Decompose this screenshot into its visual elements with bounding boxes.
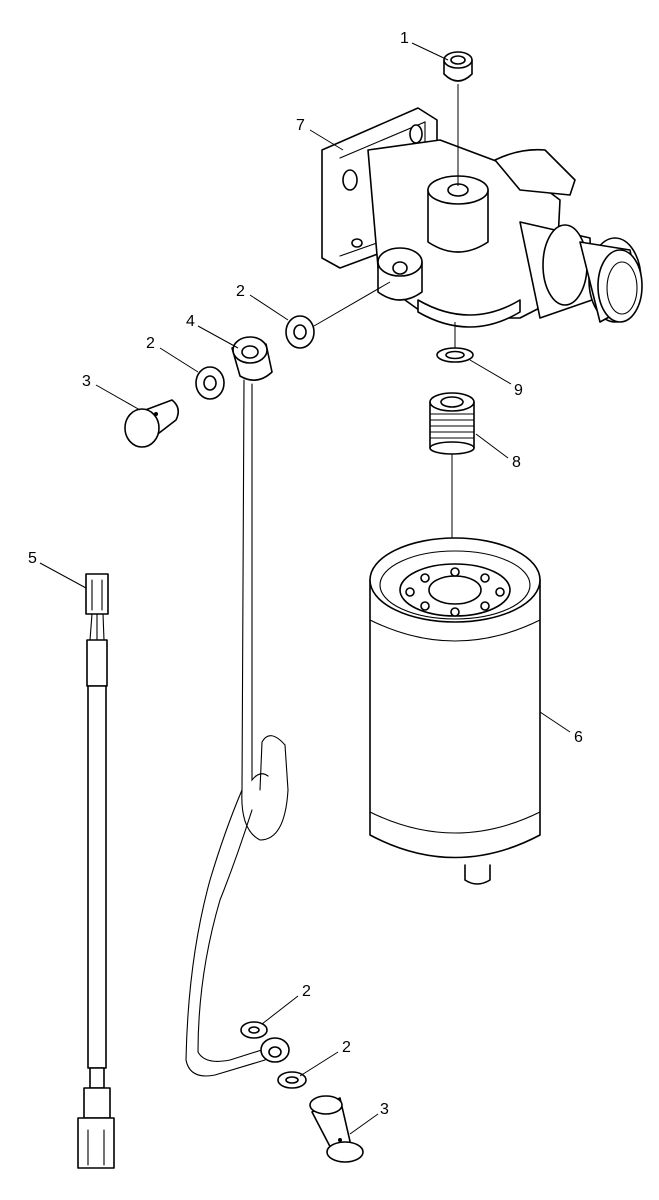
part-2-washer-upper-left [195, 366, 225, 400]
callout-8: 8 [512, 454, 521, 471]
part-3-pin-lower [309, 1095, 364, 1163]
callout-3-lower: 3 [380, 1101, 389, 1118]
callout-2-lower-left: 2 [302, 983, 311, 1000]
callout-3-upper: 3 [82, 373, 91, 390]
part-2-washer-upper-right [285, 315, 315, 349]
callout-4: 4 [186, 313, 195, 330]
callout-2-upper-right: 2 [236, 283, 245, 300]
axis-line-washer [313, 281, 391, 327]
part-5-wiring-harness [77, 573, 115, 1169]
callout-2-lower-right: 2 [342, 1039, 351, 1056]
callout-2-upper-left: 2 [146, 335, 155, 352]
part-3-pin-upper [124, 399, 180, 448]
part-6-filter-element [369, 537, 541, 885]
callout-7: 7 [296, 117, 305, 134]
part-2-washer-lower-left [240, 1021, 268, 1039]
callout-6: 6 [574, 729, 583, 746]
callout-5: 5 [28, 550, 37, 567]
part-4-water-sensor [185, 336, 290, 1077]
part-9-seal-ring [436, 347, 474, 363]
callout-9: 9 [514, 382, 523, 399]
part-8-threaded-adapter [429, 392, 475, 455]
leader-lines [39, 42, 571, 1135]
part-7-filter-head [321, 107, 643, 328]
callout-1: 1 [400, 30, 409, 47]
part-2-washer-lower-right [277, 1071, 307, 1089]
part-1-plug [443, 51, 473, 82]
